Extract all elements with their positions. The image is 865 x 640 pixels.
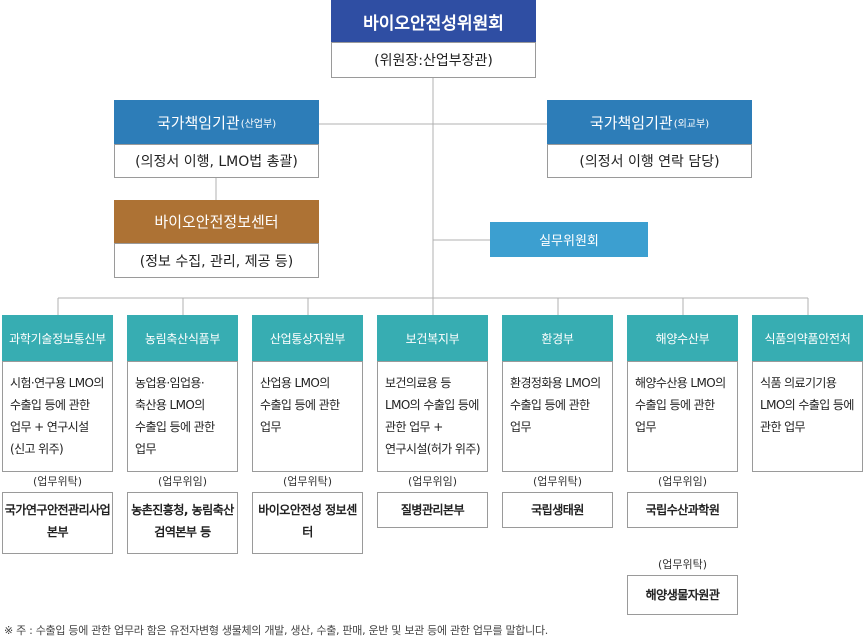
- delegation-label-mof: (업무위임): [657, 475, 708, 488]
- ministry-header-mohw: 보건복지부: [377, 315, 488, 361]
- ministry-header-msit: 과학기술정보통신부: [2, 315, 113, 361]
- ministry-header-mfds: 식품의약품안전처: [752, 315, 863, 361]
- national-agency-moti-desc: (의정서 이행, LMO법 총괄): [114, 144, 319, 178]
- footnote: ※ 주 : 수출입 등에 관한 업무라 함은 유전자변형 생물체의 개발, 생산…: [4, 624, 548, 637]
- delegation-label-motie: (업무위탁): [282, 475, 333, 488]
- delegation-label-msit: (업무위탁): [32, 475, 83, 488]
- ministry-duty-motie: 산업용 LMO의 수출입 등에 관한 업무: [252, 361, 363, 472]
- delegation-label-me: (업무위탁): [532, 475, 583, 488]
- ministry-header-mafra: 농림축산식품부: [127, 315, 238, 361]
- ministry-duty-mohw: 보건의료용 등 LMO의 수출입 등에 관한 업무 + 연구시설(허가 위주): [377, 361, 488, 472]
- biosafety-committee-chair: (위원장:산업부장관): [331, 42, 536, 78]
- ministry-duty-mfds: 식품 의료기기용 LMO의 수출입 등에 관한 업무: [752, 361, 863, 472]
- delegated-agency-mohw: 질병관리본부: [377, 492, 488, 528]
- delegation-label-mafra: (업무위임): [157, 475, 208, 488]
- info-center-title: 바이오안전정보센터: [114, 200, 319, 243]
- info-center-desc: (정보 수집, 관리, 제공 등): [114, 243, 319, 278]
- ministry-header-mof: 해양수산부: [627, 315, 738, 361]
- ministry-duty-me: 환경정화용 LMO의 수출입 등에 관한 업무: [502, 361, 613, 472]
- ministry-duty-mafra: 농업용·임업용·축산용 LMO의 수출입 등에 관한 업무: [127, 361, 238, 472]
- biosafety-committee-title: 바이오안전성위원회: [331, 0, 536, 42]
- delegated-agency-mof-2: 해양생물자원관: [627, 575, 738, 615]
- national-agency-mofa-header: 국가책임기관(외교부): [547, 100, 752, 144]
- working-committee: 실무위원회: [490, 222, 648, 257]
- ministry-duty-mof: 해양수산용 LMO의 수출입 등에 관한 업무: [627, 361, 738, 472]
- delegation-label-mohw: (업무위임): [407, 475, 458, 488]
- national-agency-mofa-tag: (외교부): [673, 118, 710, 130]
- delegation-label-mof-2: (업무위탁): [657, 558, 708, 571]
- national-agency-moti-header: 국가책임기관(산업부): [114, 100, 319, 144]
- ministry-header-me: 환경부: [502, 315, 613, 361]
- national-agency-moti-title: 국가책임기관: [156, 113, 240, 132]
- national-agency-moti-tag: (산업부): [240, 118, 277, 130]
- national-agency-mofa-title: 국가책임기관: [589, 113, 673, 132]
- delegated-agency-mof: 국립수산과학원: [627, 492, 738, 528]
- ministry-header-motie: 산업통상자원부: [252, 315, 363, 361]
- delegated-agency-me: 국립생태원: [502, 492, 613, 528]
- delegated-agency-msit: 국가연구안전관리사업본부: [2, 492, 113, 554]
- delegated-agency-motie: 바이오안전성 정보센터: [252, 492, 363, 554]
- national-agency-mofa-desc: (의정서 이행 연락 담당): [547, 144, 752, 178]
- ministry-duty-msit: 시험·연구용 LMO의 수출입 등에 관한 업무 + 연구시설(신고 위주): [2, 361, 113, 472]
- delegated-agency-mafra: 농촌진흥청, 농림축산검역본부 등: [127, 492, 238, 554]
